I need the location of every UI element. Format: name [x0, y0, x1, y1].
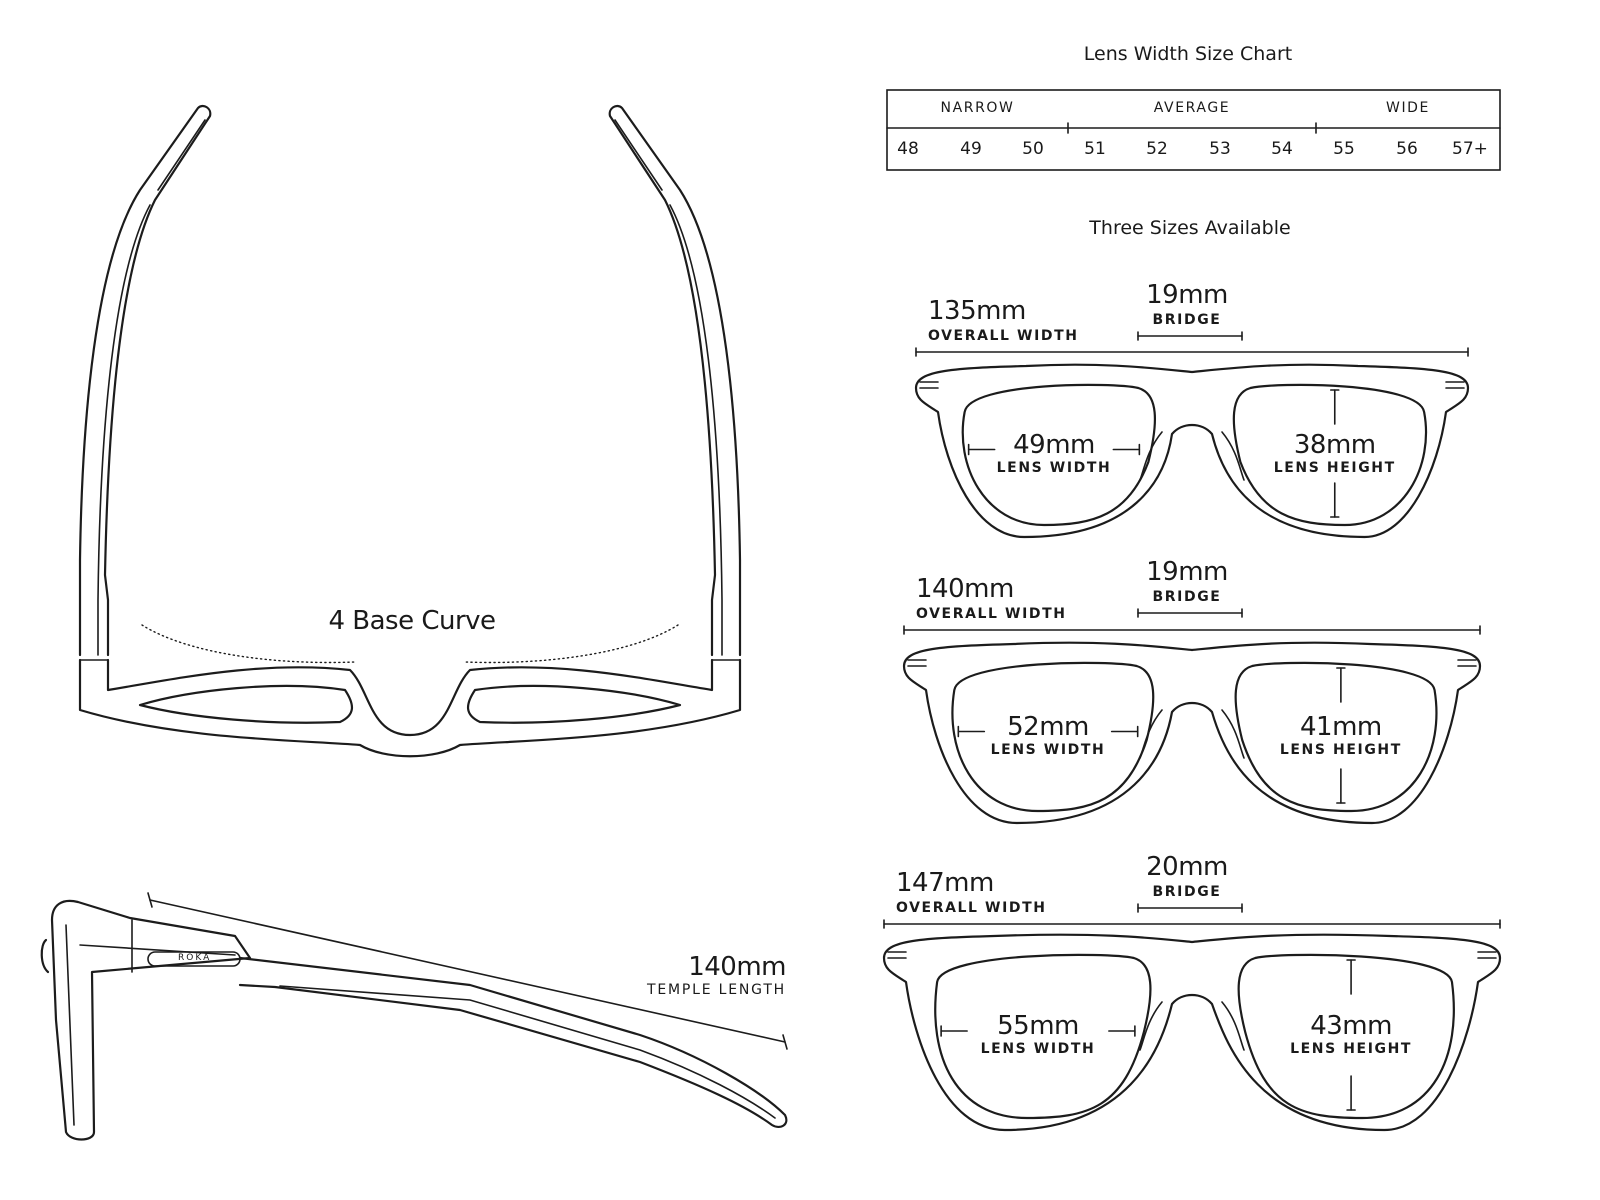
- base-curve-label: 4 Base Curve: [328, 606, 496, 636]
- lens-height-value: 41mm: [1300, 711, 1382, 742]
- bridge-label: BRIDGE: [1152, 884, 1222, 900]
- front-views: [882, 331, 1502, 1132]
- right-lens: [1237, 953, 1455, 1120]
- overall-width-label: OVERALL WIDTH: [916, 606, 1067, 622]
- bridge-value: 20mm: [1146, 852, 1228, 882]
- frame-outline: [882, 933, 1502, 1132]
- lens-width-label: LENS WIDTH: [996, 459, 1112, 476]
- overall-width-value: 147mm: [896, 868, 994, 898]
- lens-width-value: 52mm: [1007, 711, 1089, 742]
- lens-width-value: 55mm: [997, 1011, 1079, 1041]
- overall-width-value: 135mm: [928, 296, 1026, 326]
- size-cell: 51: [1084, 139, 1106, 159]
- side-view-glasses: [40, 892, 788, 1141]
- right-lens: [1232, 383, 1428, 527]
- size-group-wide: WIDE: [1386, 100, 1430, 116]
- size-cell: 49: [960, 139, 982, 159]
- overall-width-value: 140mm: [916, 574, 1014, 604]
- size-cell: 52: [1146, 139, 1168, 159]
- frame-outline: [902, 641, 1482, 825]
- size-chart-title: Lens Width Size Chart: [1083, 43, 1293, 65]
- sizes-title: Three Sizes Available: [1089, 217, 1291, 239]
- temple-length-block: 140mm TEMPLE LENGTH: [647, 952, 786, 998]
- size-cell: 50: [1022, 139, 1044, 159]
- size-cell: 57+: [1452, 139, 1488, 159]
- bridge-value: 19mm: [1146, 557, 1228, 587]
- lens-height-value: 38mm: [1293, 429, 1376, 460]
- left-lens: [961, 383, 1157, 527]
- temple-length-label: TEMPLE LENGTH: [647, 982, 786, 998]
- lens-height-label: LENS HEIGHT: [1290, 1041, 1413, 1057]
- size-group-narrow: NARROW: [940, 100, 1015, 116]
- lens-width-value: 49mm: [1013, 429, 1095, 460]
- size-cell: 54: [1271, 139, 1293, 159]
- overall-width-label: OVERALL WIDTH: [928, 328, 1079, 344]
- bridge-label: BRIDGE: [1152, 312, 1222, 328]
- bridge-label: BRIDGE: [1152, 589, 1222, 605]
- brand-logo: RŌKA: [178, 953, 212, 963]
- lens-height-label: LENS HEIGHT: [1273, 459, 1396, 476]
- lens-width-label: LENS WIDTH: [980, 1041, 1096, 1057]
- size-cell: 48: [897, 139, 919, 159]
- size-cell: 53: [1209, 139, 1231, 159]
- temple-length-value: 140mm: [688, 952, 786, 982]
- size-group-average: AVERAGE: [1153, 100, 1231, 116]
- lens-height-value: 43mm: [1310, 1011, 1392, 1041]
- top-view-glasses: [78, 104, 742, 758]
- right-lens: [1234, 661, 1438, 813]
- bridge-value: 19mm: [1146, 280, 1228, 310]
- lens-height-label: LENS HEIGHT: [1279, 741, 1402, 758]
- size-cell: 55: [1333, 139, 1355, 159]
- size-chart-table: [886, 89, 1501, 171]
- frame-outline: [914, 363, 1470, 539]
- size-cell: 56: [1396, 139, 1418, 159]
- left-lens: [934, 953, 1152, 1120]
- overall-width-label: OVERALL WIDTH: [896, 900, 1047, 916]
- lens-width-label: LENS WIDTH: [990, 741, 1106, 758]
